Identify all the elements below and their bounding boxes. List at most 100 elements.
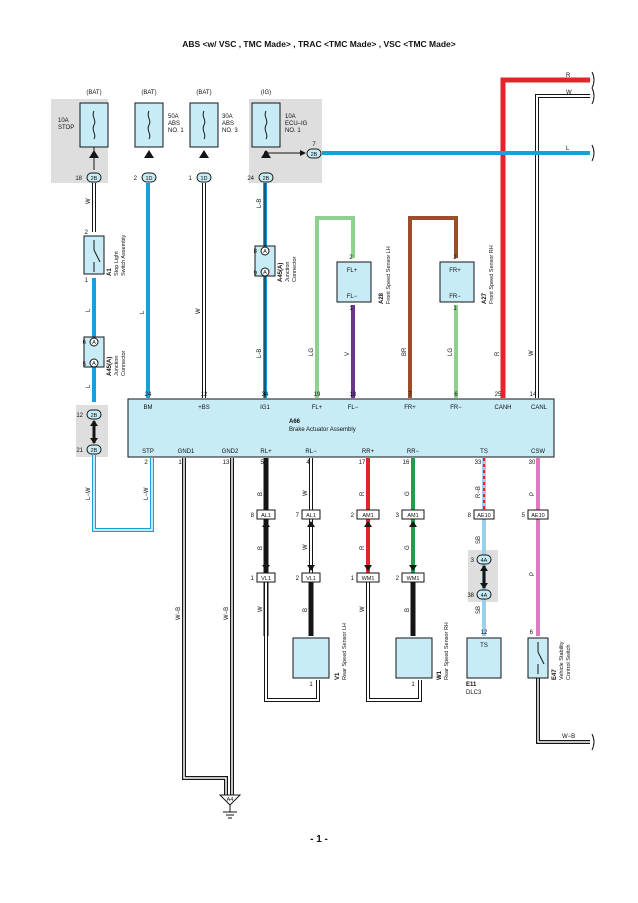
svg-text:2: 2: [309, 631, 313, 637]
svg-text:A: A: [92, 361, 96, 367]
svg-text:5: 5: [260, 460, 264, 466]
svg-text:LG: LG: [309, 348, 315, 356]
connectors-low: VL1 1 VL1 2 WM1 1 WM1 2: [251, 572, 425, 583]
svg-text:R: R: [495, 351, 501, 356]
svg-text:FR−: FR−: [450, 405, 462, 411]
svg-text:2: 2: [411, 631, 415, 637]
svg-text:12: 12: [76, 413, 83, 419]
svg-text:34: 34: [262, 392, 269, 398]
svg-text:(BAT): (BAT): [196, 90, 211, 96]
svg-text:1: 1: [453, 306, 457, 312]
svg-text:Rear Speed Sensor RH: Rear Speed Sensor RH: [444, 622, 450, 680]
svg-text:13: 13: [223, 460, 230, 466]
wire-w-rr-lower-in: [367, 580, 421, 701]
svg-text:R: R: [360, 545, 366, 550]
svg-text:Junction: Junction: [285, 262, 291, 283]
svg-text:FL−: FL−: [348, 405, 359, 411]
svg-text:Vehicle Stability: Vehicle Stability: [559, 641, 565, 680]
svg-text:GND2: GND2: [222, 449, 239, 455]
svg-text:(BAT): (BAT): [86, 90, 101, 96]
svg-text:1: 1: [189, 176, 193, 182]
svg-text:6: 6: [83, 340, 87, 346]
svg-text:E11: E11: [466, 682, 477, 688]
svg-text:AL1: AL1: [261, 513, 271, 519]
svg-text:RL+: RL+: [260, 449, 272, 455]
bus-label-l: L: [566, 146, 570, 152]
ground-a4: A4: [218, 794, 242, 819]
svg-text:2: 2: [351, 513, 355, 519]
svg-text:Front Speed Sensor LH: Front Speed Sensor LH: [386, 246, 392, 304]
svg-text:7: 7: [312, 142, 316, 148]
wire-w-bus: [535, 94, 590, 398]
svg-text:W: W: [529, 350, 535, 356]
svg-text:TS: TS: [480, 643, 488, 649]
svg-text:1: 1: [351, 576, 355, 582]
svg-text:SB: SB: [476, 606, 482, 614]
a66-top-pins: 24 BM 12 +BS 34 IG1 19 FL+ 18 FL− 7 FR+ …: [144, 392, 548, 411]
svg-text:AM1: AM1: [407, 513, 418, 519]
svg-text:FR+: FR+: [404, 405, 416, 411]
svg-text:SB: SB: [476, 536, 482, 544]
svg-text:V1: V1: [335, 672, 341, 680]
svg-text:W−B: W−B: [224, 607, 230, 620]
bus-label-w: W: [566, 90, 572, 96]
svg-text:1: 1: [251, 576, 255, 582]
svg-text:WM1: WM1: [362, 576, 375, 582]
svg-text:33: 33: [475, 460, 482, 466]
svg-text:8: 8: [468, 513, 472, 519]
connector-arrows: [262, 521, 417, 571]
page-title: ABS <w/ VSC , TMC Made> , TRAC <TMC Made…: [182, 39, 456, 49]
svg-text:Rear Speed Sensor LH: Rear Speed Sensor LH: [342, 623, 348, 680]
svg-text:3: 3: [396, 513, 400, 519]
a1-stop-light-switch: 2 1 A1 Stop Light Switch Assembly: [83, 230, 127, 284]
svg-text:16: 16: [403, 460, 410, 466]
svg-text:AE10: AE10: [477, 513, 490, 519]
svg-text:W: W: [258, 606, 264, 612]
a45a-left-junction: A A 6 5 A45(A) Junction Connector: [83, 336, 127, 376]
wire-code-labels: W L L L W L-B L-B LG V BR LG R W L−W L−W…: [86, 198, 536, 620]
svg-text:18: 18: [350, 392, 357, 398]
svg-text:2: 2: [144, 460, 148, 466]
svg-text:R−B: R−B: [476, 486, 482, 498]
svg-text:Stop Light: Stop Light: [114, 251, 120, 276]
svg-text:W1: W1: [437, 670, 443, 680]
svg-text:RR+: RR+: [362, 449, 375, 455]
svg-text:7: 7: [408, 392, 412, 398]
svg-text:B: B: [303, 608, 309, 612]
svg-text:RR−: RR−: [407, 449, 420, 455]
svg-text:(IG): (IG): [261, 90, 271, 96]
svg-text:VL1: VL1: [261, 576, 271, 582]
svg-text:L-B: L-B: [257, 199, 263, 208]
svg-text:L−W: L−W: [144, 487, 150, 500]
svg-text:8: 8: [254, 249, 258, 255]
svg-text:VL1: VL1: [306, 576, 316, 582]
svg-text:Control Switch: Control Switch: [566, 645, 572, 680]
svg-text:25: 25: [495, 392, 502, 398]
svg-text:19: 19: [314, 392, 321, 398]
svg-text:18: 18: [75, 176, 82, 182]
svg-text:7: 7: [296, 513, 300, 519]
svg-text:2B: 2B: [91, 176, 98, 182]
svg-text:TS: TS: [480, 449, 488, 455]
svg-text:L: L: [86, 384, 92, 388]
svg-text:1D: 1D: [145, 176, 152, 182]
svg-text:W: W: [303, 490, 309, 496]
svg-text:FR+: FR+: [449, 268, 461, 274]
svg-text:STP: STP: [142, 449, 154, 455]
svg-text:A4: A4: [227, 797, 234, 803]
svg-text:2: 2: [453, 255, 457, 261]
w1-rear-speed-sensor-rh: 2 1 W1 Rear Speed Sensor RH: [395, 622, 450, 688]
svg-text:LG: LG: [448, 348, 454, 356]
svg-text:L: L: [86, 308, 92, 312]
svg-text:A45(A): A45(A): [107, 357, 113, 376]
wire-lw-left-in: [93, 455, 153, 531]
svg-text:E47: E47: [552, 669, 558, 680]
svg-text:17: 17: [359, 460, 366, 466]
svg-text:DLC3: DLC3: [466, 690, 482, 696]
svg-text:4A: 4A: [481, 593, 488, 599]
wire-br-fr: [408, 216, 458, 398]
svg-text:24: 24: [247, 176, 254, 182]
